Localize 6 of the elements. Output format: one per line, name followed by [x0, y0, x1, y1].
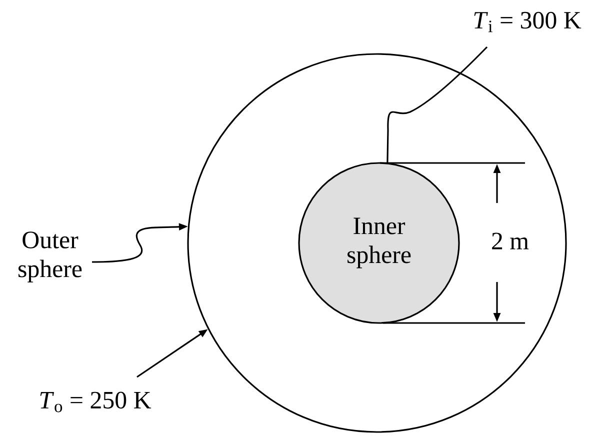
- sphere-label: Outer sphere: [18, 232, 82, 282]
- outer-sphere-circle: [187, 53, 567, 433]
- leader-line: [386, 46, 488, 163]
- temperature-label: T$_{i}$ = 300 K: [474, 12, 582, 32]
- temperature-label: T$_{o}$ = 250 K: [40, 392, 152, 412]
- dimension-label: 2 m: [492, 232, 529, 250]
